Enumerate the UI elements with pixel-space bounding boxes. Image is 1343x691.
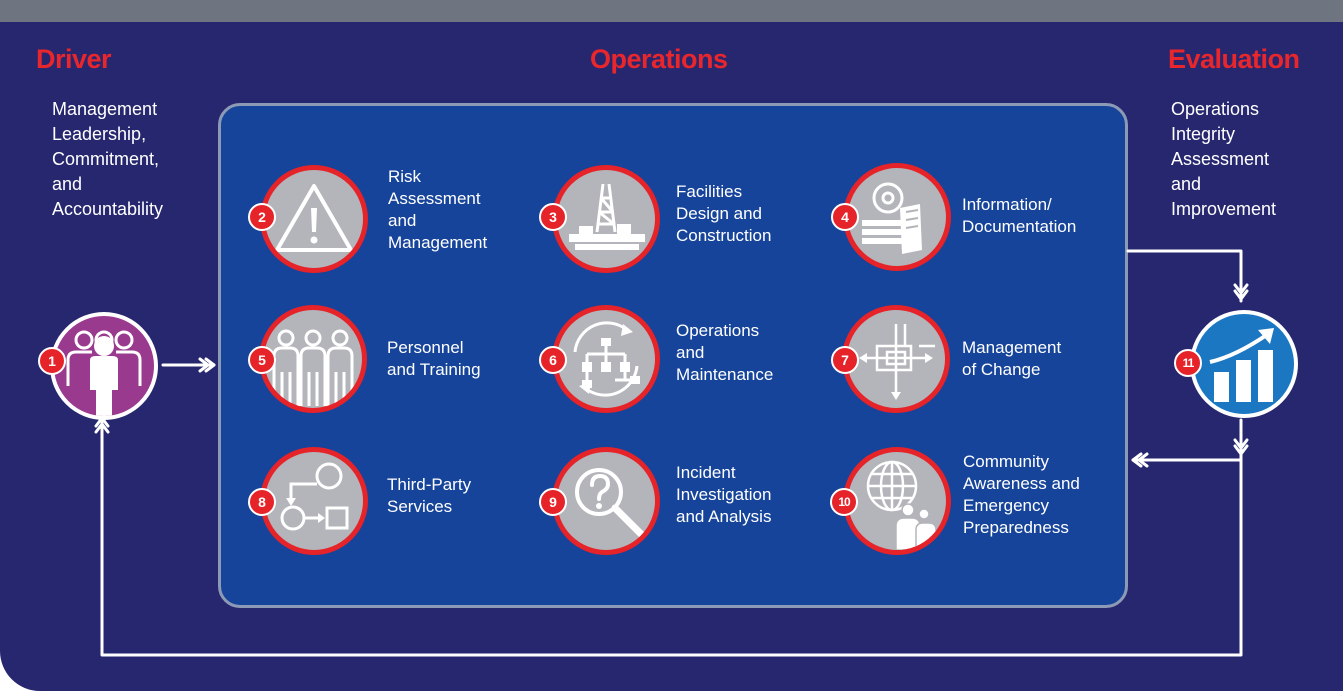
magnifier-question-icon	[575, 468, 645, 538]
evaluation-down-marker	[1233, 438, 1249, 456]
evaluation-number-badge: 11	[1174, 349, 1202, 377]
item-label: Risk Assessment and Management	[388, 167, 488, 252]
item-incident-investigation	[552, 447, 660, 555]
item-number-badge: 8	[248, 488, 276, 516]
driver-number-badge: 1	[38, 347, 66, 375]
operations-heading: Operations	[590, 44, 728, 74]
change-arrows-icon	[859, 324, 935, 400]
item-number-badge: 2	[248, 203, 276, 231]
people-group-icon	[66, 330, 142, 416]
bar-chart-growth-icon	[1209, 328, 1274, 402]
item-label: Facilities Design and Construction	[676, 182, 772, 245]
item-community-awareness	[843, 447, 951, 555]
item-label: Third-Party Services	[387, 475, 472, 516]
item-number-badge: 5	[248, 346, 276, 374]
driver-to-operations-arrowhead	[198, 357, 216, 373]
item-third-party-services	[260, 447, 368, 555]
evaluation-down-line	[100, 416, 1243, 657]
documents-disc-icon	[862, 182, 922, 254]
evaluation-description: Operations Integrity Assessment and Impr…	[1171, 99, 1277, 219]
operations-box	[218, 103, 1128, 608]
item-facilities-design	[552, 165, 660, 273]
item-number-badge: 3	[539, 203, 567, 231]
item-number-badge: 6	[539, 346, 567, 374]
item-label: Personnel and Training	[387, 338, 481, 379]
oil-rig-icon	[569, 183, 645, 250]
evaluation-heading: Evaluation	[1168, 44, 1300, 74]
item-number-badge: 4	[831, 203, 859, 231]
item-personnel-training	[259, 305, 367, 413]
warning-triangle-icon	[275, 184, 353, 252]
globe-people-icon	[866, 460, 937, 550]
item-number-badge: 7	[831, 346, 859, 374]
item-label: Management of Change	[962, 338, 1062, 379]
operations-to-evaluation-arrowhead	[1233, 283, 1249, 301]
people-icon	[272, 329, 354, 406]
driver-description: Management Leadership, Commitment, and A…	[52, 99, 164, 219]
item-operations-maintenance	[552, 305, 660, 413]
driver-heading: Driver	[36, 44, 112, 74]
item-management-of-change	[842, 305, 950, 413]
evaluation-node	[1190, 310, 1298, 418]
item-information-documentation	[843, 163, 951, 271]
item-label: Community Awareness and Emergency Prepar…	[963, 452, 1080, 537]
item-number-badge: 9	[539, 488, 567, 516]
item-number-badge: 10	[830, 488, 858, 516]
item-label: Operations and Maintenance	[676, 321, 774, 384]
item-label: Incident Investigation and Analysis	[676, 463, 772, 526]
evaluation-to-operations-arrowhead	[1131, 452, 1149, 468]
item-risk-assessment	[260, 165, 368, 273]
operations-to-evaluation-line	[1126, 249, 1243, 303]
process-cycle-icon	[573, 321, 640, 397]
top-bar	[0, 0, 1343, 22]
flowchart-icon	[280, 462, 349, 531]
item-label: Information/ Documentation	[962, 195, 1077, 236]
driver-node	[50, 312, 158, 420]
